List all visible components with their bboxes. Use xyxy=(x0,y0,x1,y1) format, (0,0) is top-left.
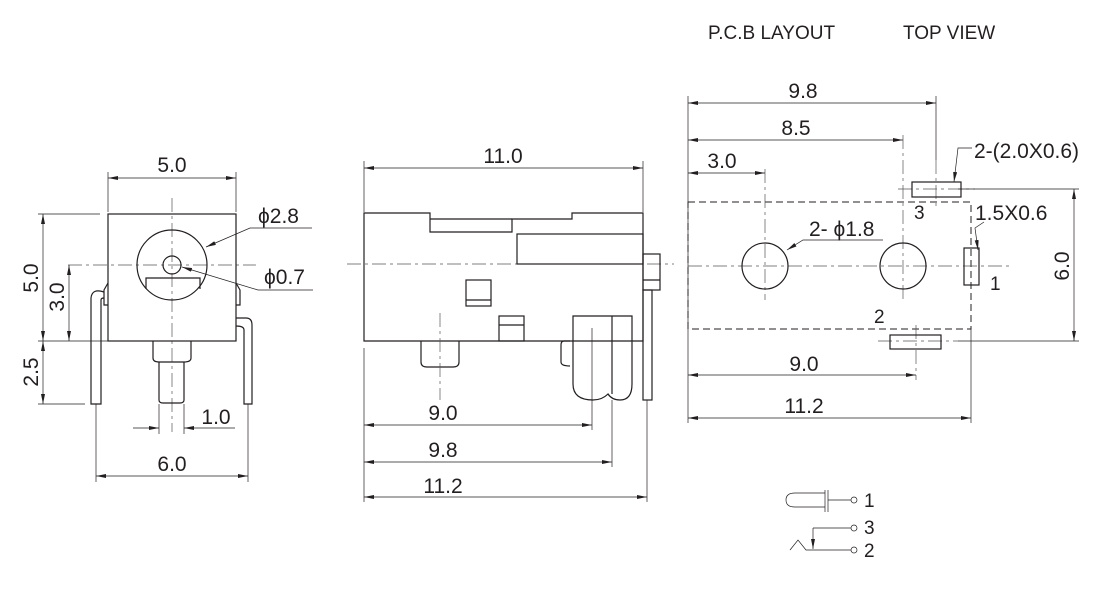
pcb-layout-title: P.C.B LAYOUT xyxy=(708,23,835,44)
pad-1-size-label: 1.5X0.6 xyxy=(975,202,1047,225)
top-view-title: TOP VIEW xyxy=(903,23,995,44)
footprint-outline xyxy=(687,201,972,330)
pcb-dim-9-8: 9.8 xyxy=(788,80,817,103)
pin-3-label: 3 xyxy=(914,203,925,224)
side-length-dim: 11.0 xyxy=(483,145,522,168)
side-dim-9-8: 9.8 xyxy=(428,439,457,462)
schematic-pin-3: 3 xyxy=(864,518,875,539)
pcb-dim-3-0: 3.0 xyxy=(707,150,736,173)
holes-label: 2- ϕ1.8 xyxy=(809,218,874,241)
side-view: 11.0 9.0 9.8 11.2 xyxy=(347,145,674,502)
center-pin-hole xyxy=(162,255,182,275)
mounting-hole xyxy=(741,242,789,290)
outer-diameter-label: ϕ2.8 xyxy=(258,205,299,228)
pcb-dim-9-0: 9.0 xyxy=(789,353,818,376)
pin-length-dim: 2.5 xyxy=(20,357,43,386)
front-width-dim: 5.0 xyxy=(157,154,186,177)
schematic-pin-2: 2 xyxy=(864,541,875,562)
pcb-height-dim: 6.0 xyxy=(1051,251,1074,280)
pads-2-3-label: 2-(2.0X0.6) xyxy=(974,140,1079,163)
front-body xyxy=(107,213,237,342)
pin-width-dim: 1.0 xyxy=(201,406,230,429)
pin-1-label: 1 xyxy=(990,274,1001,295)
pcb-dim-8-5: 8.5 xyxy=(781,117,810,140)
pin-2-label: 2 xyxy=(874,307,885,328)
front-height-dim: 5.0 xyxy=(20,263,43,292)
side-dim-9-0: 9.0 xyxy=(428,402,457,425)
pcb-dim-11-2: 11.2 xyxy=(784,395,823,418)
pad-2 xyxy=(889,334,942,350)
pad-3 xyxy=(911,181,962,198)
inner-diameter-label: ϕ0.7 xyxy=(264,266,305,289)
jack-opening xyxy=(136,229,208,301)
pin-span-dim: 6.0 xyxy=(157,453,186,476)
side-dim-11-2: 11.2 xyxy=(423,475,462,498)
schematic-pin-1: 1 xyxy=(864,491,875,512)
schematic-symbol: 1 3 2 xyxy=(785,490,875,562)
pcb-layout-view: 9.8 8.5 3.0 9.0 11.2 6.0 2- ϕ1.8 2-(2.0X… xyxy=(687,80,1079,423)
pad-1 xyxy=(963,247,980,286)
front-view: 5.0 5.0 3.0 2.5 1.0 6.0 ϕ2.8 ϕ0.7 xyxy=(20,154,313,482)
center-height-dim: 3.0 xyxy=(46,282,69,311)
mounting-hole xyxy=(879,242,927,290)
